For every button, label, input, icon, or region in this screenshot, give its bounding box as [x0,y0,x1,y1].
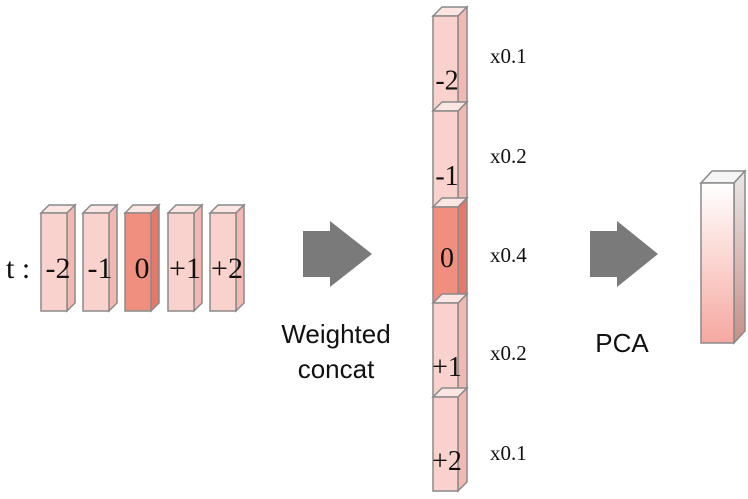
stack-segment-4-front [432,396,459,492]
pca-block-side [733,169,746,345]
stack-weight-label: x0.1 [490,441,527,465]
stack-segment-0: -2 [431,5,469,113]
input-frames: -2 -1 0 +1 +2 [39,203,246,313]
pca-block-front [700,182,735,344]
arrow-right-icon [303,221,372,287]
input-frame-2-side [150,203,160,313]
arrow-right-icon [590,221,658,287]
input-frame-1-front [82,212,110,312]
input-frame-1: -1 [81,203,119,313]
stack-weight-label: x0.2 [490,341,527,365]
stack-segment-0-front [432,15,459,112]
stack-weight-label: x0.1 [490,44,527,68]
input-frame-3: +1 [166,203,204,313]
input-frame-label: +2 [211,252,243,285]
input-frame-label: -1 [88,252,113,285]
input-frame-4: +2 [208,203,246,313]
stack-segment-0-side [457,5,468,113]
input-frame-0-front [40,212,68,312]
stack-segment-1-front [432,110,459,208]
stack-segment-label: -2 [435,66,458,97]
stack-segment-label: +1 [432,352,462,383]
stack-segment-3: +1 [431,292,469,399]
input-frame-3-front [167,212,195,312]
input-frame-2-front [124,212,152,312]
weighted-concat-label-line1: Weighted [281,319,390,349]
stack-segment-1-side [457,100,468,209]
pca-label: PCA [595,328,649,358]
stack-segment-4: +2 [431,386,469,493]
stack-segment-label: 0 [440,243,454,274]
input-frame-label: -2 [46,252,71,285]
stack-segment-label: -1 [435,161,458,192]
stack-segment-3-front [432,302,459,398]
time-prefix-label: t : [6,252,30,285]
stack-weight-label: x0.2 [490,144,527,168]
input-frame-0: -2 [39,203,77,313]
pca-output-block [699,169,747,345]
input-frame-4-front [209,212,237,312]
stack-weight-label: x0.4 [490,243,527,267]
concatenated-stack: -2 x0.1 -1 x0.2 0 x0.4 +1 x0.2 +2 x0.1 [431,5,527,493]
stack-segment-2-front [432,206,459,304]
stack-segment-2: 0 [431,196,469,305]
stack-segment-2-side [457,196,468,305]
weighted-concat-label-line2: concat [298,354,375,384]
input-frame-label: +1 [169,252,201,285]
input-frame-label: 0 [135,252,150,285]
stack-segment-1: -1 [431,100,469,209]
stack-segment-label: +2 [432,446,462,477]
input-frame-2: 0 [123,203,161,313]
